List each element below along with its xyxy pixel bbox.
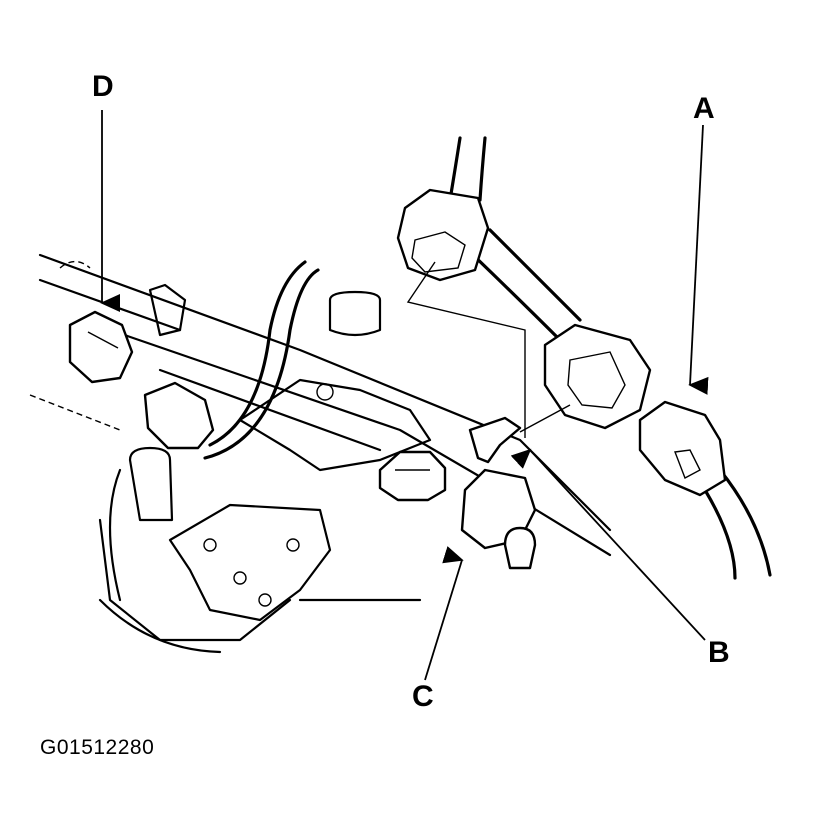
callout-arrow-b [510,448,706,641]
connector-b [543,323,652,430]
callout-label-c: C [412,680,434,713]
engine-body [29,253,612,654]
connector-a [638,400,727,497]
connector-d [68,310,215,450]
callout-arrow-a [688,124,709,395]
mounting-bolt [378,450,447,502]
callout-label-d: D [92,70,114,103]
leader-connector-b [519,404,571,433]
callout-label-a: A [693,92,715,125]
wiring-harness [203,136,772,580]
figure-code: G01512280 [40,736,155,759]
callout-arrow-c [424,546,464,681]
upper-connector [396,188,490,282]
leader-upper-connector [406,261,526,438]
connector-c [460,416,537,570]
callout-label-b: B [708,636,730,669]
